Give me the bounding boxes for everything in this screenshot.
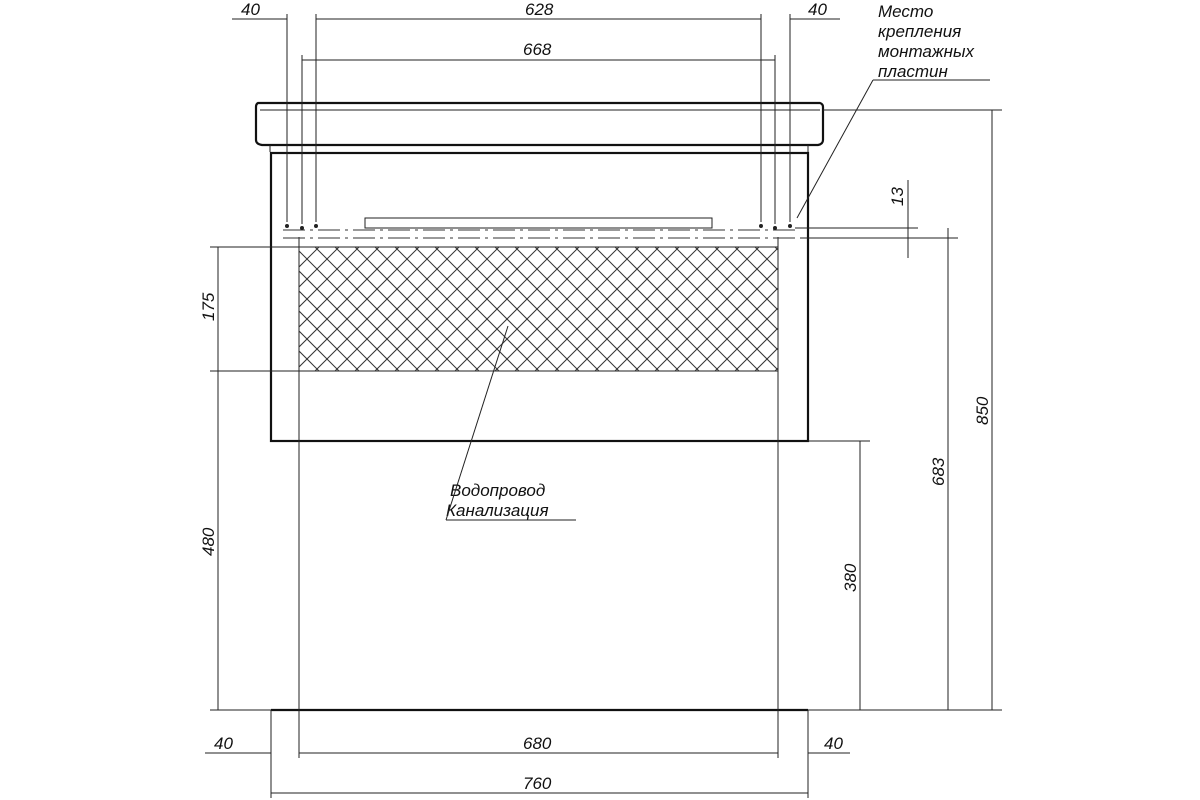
top-extension-lines bbox=[286, 14, 791, 224]
hatch-line bbox=[795, 247, 919, 371]
hatch-line bbox=[714, 307, 778, 371]
hatch-line bbox=[474, 247, 600, 371]
hatch-line bbox=[514, 247, 640, 371]
cabinet-body bbox=[269, 151, 810, 712]
hatch-line bbox=[414, 247, 540, 371]
utilities-callout: Водопровод Канализация bbox=[445, 325, 576, 521]
hatch-line bbox=[835, 247, 959, 371]
annotation-text: Место bbox=[878, 2, 933, 21]
hatch-line bbox=[434, 247, 560, 371]
dimension-label: 40 bbox=[808, 0, 827, 19]
hatch-line bbox=[734, 327, 778, 371]
hatch-line bbox=[754, 247, 778, 271]
hatch-line bbox=[614, 247, 740, 371]
hatch-line bbox=[855, 247, 979, 371]
dimension-label: 850 bbox=[973, 396, 992, 425]
annotation-text: монтажных bbox=[878, 42, 974, 61]
hatch-line bbox=[855, 247, 979, 371]
dimension-label: 760 bbox=[523, 774, 552, 793]
hatch-line bbox=[754, 347, 778, 371]
hatch-line bbox=[674, 267, 778, 371]
hatch-line bbox=[299, 330, 340, 371]
hatch-line bbox=[875, 247, 999, 371]
right-extension-lines bbox=[795, 109, 1002, 711]
mounting-points bbox=[285, 224, 792, 230]
hatch-line bbox=[299, 247, 420, 368]
dimension-label: 40 bbox=[214, 734, 233, 753]
hatch-line bbox=[534, 247, 660, 371]
countertop bbox=[254, 101, 825, 152]
dimension-label: 40 bbox=[241, 0, 260, 19]
hatch-line bbox=[594, 247, 720, 371]
hatch-line bbox=[354, 247, 480, 371]
dimension-label: 668 bbox=[523, 40, 552, 59]
dimension-label: 628 bbox=[525, 0, 554, 19]
dimension-label: 13 bbox=[888, 187, 907, 206]
hatch-line bbox=[334, 247, 460, 371]
hatch-line bbox=[299, 247, 300, 248]
hatch-line bbox=[374, 247, 500, 371]
dimension-label: 480 bbox=[199, 527, 218, 556]
right-dimensions: 13 380 683 850 bbox=[841, 110, 993, 710]
mounting-rail bbox=[283, 217, 800, 239]
hatch-line bbox=[774, 367, 778, 371]
hatch-line bbox=[895, 247, 1019, 371]
hatch-line bbox=[314, 247, 440, 371]
utility-zone bbox=[298, 246, 1019, 372]
annotation-text: пластин bbox=[878, 62, 949, 81]
hatch-line bbox=[454, 247, 580, 371]
hatch-line bbox=[554, 247, 680, 371]
hatch-line bbox=[394, 247, 520, 371]
hatch-line bbox=[299, 247, 360, 308]
hatch-line bbox=[815, 247, 939, 371]
hatch-line bbox=[835, 247, 959, 371]
bottom-dimensions: 40 680 40 760 bbox=[205, 710, 850, 798]
dimension-label: 380 bbox=[841, 563, 860, 592]
hatch-line bbox=[494, 247, 620, 371]
annotation-text: Водопровод bbox=[450, 481, 545, 500]
hatch-line bbox=[895, 247, 1019, 371]
hatch-line bbox=[299, 310, 360, 371]
annotation-text: крепления bbox=[878, 22, 961, 41]
dimension-label: 40 bbox=[824, 734, 843, 753]
hatch-line bbox=[654, 247, 778, 371]
hatch-line bbox=[299, 247, 380, 328]
hatch-line bbox=[815, 247, 939, 371]
hatch-line bbox=[875, 247, 999, 371]
top-dimensions: 40 628 40 668 bbox=[232, 0, 840, 61]
dimension-label: 680 bbox=[523, 734, 552, 753]
annotation-text: Канализация bbox=[446, 501, 549, 520]
hatch-line bbox=[299, 370, 300, 371]
hatch-line bbox=[774, 247, 778, 251]
hatch-line bbox=[734, 247, 778, 291]
hatch-line bbox=[694, 287, 778, 371]
hatch-line bbox=[574, 247, 700, 371]
hatch-line bbox=[299, 247, 400, 348]
mounting-plates-callout: Место крепления монтажных пластин bbox=[796, 2, 990, 219]
hatch-line bbox=[299, 247, 340, 288]
left-dimensions: 175 480 bbox=[199, 246, 299, 711]
hatch-line bbox=[634, 247, 760, 371]
dimension-label: 683 bbox=[929, 457, 948, 486]
hatch-line bbox=[795, 247, 919, 371]
dimension-label: 175 bbox=[199, 292, 218, 321]
